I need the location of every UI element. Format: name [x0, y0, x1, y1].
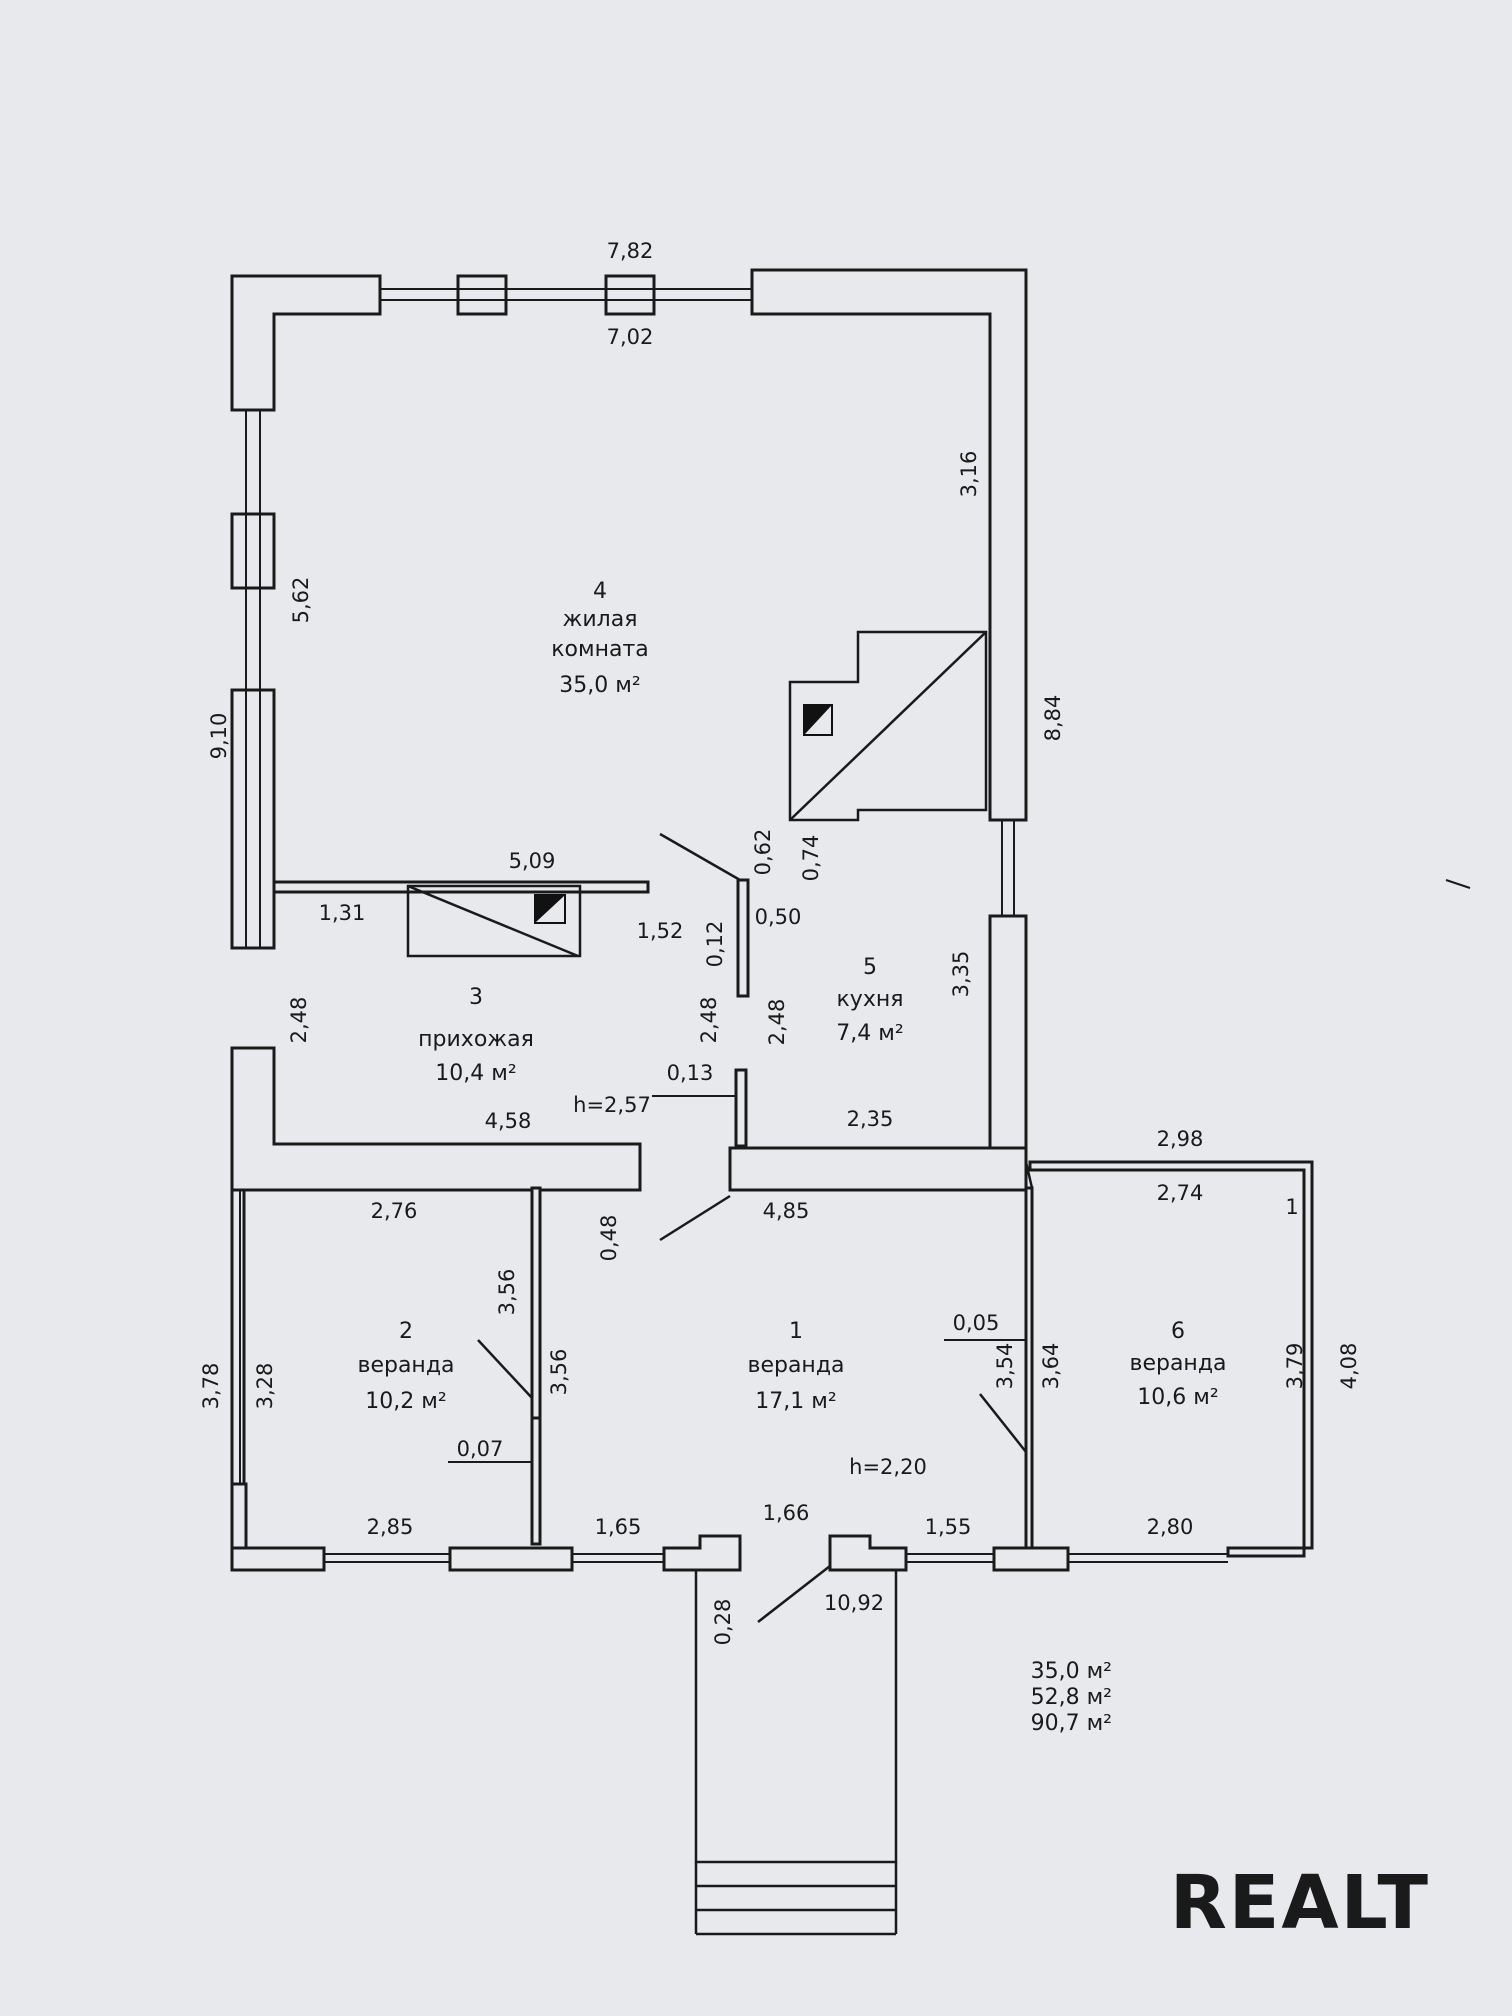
dim-room4-left: 5,62: [289, 577, 313, 624]
room-number: 1: [789, 1319, 803, 1344]
dimension-labels-vertical: 9,10 5,62 3,16 8,84 0,62 0,74 0,12 3,35 …: [199, 451, 1361, 1646]
dim-right-outer: 8,84: [1041, 695, 1065, 742]
room-name: веранда: [1129, 1351, 1226, 1376]
room-number: 2: [399, 1319, 413, 1344]
dim-v6-mark: 1: [1285, 1195, 1298, 1219]
room-name: прихожая: [418, 1027, 534, 1052]
area-totals: 35,0 м² 52,8 м² 90,7 м²: [1031, 1659, 1112, 1736]
dim-v6-right-outer: 4,08: [1337, 1343, 1361, 1390]
dim-0-62: 0,62: [751, 829, 775, 876]
dimension-labels: 7,82 7,02 5,09 1,31 1,52 0,50 0,13 h=2,5…: [319, 239, 1299, 1615]
dim-v1-right1: 3,54: [993, 1343, 1017, 1390]
room-name-2: комната: [551, 637, 649, 662]
dim-left-outer: 9,10: [207, 713, 231, 760]
dim-v1-bottom-a: 1,65: [595, 1515, 642, 1539]
leader-lines: [448, 1095, 1026, 1463]
room-label-2: 2 веранда 10,2 м²: [357, 1319, 454, 1414]
room-label-1: 1 веранда 17,1 м²: [747, 1319, 844, 1414]
pen-mark: [1445, 879, 1471, 889]
door-swings: [477, 832, 1027, 1623]
room-number: 4: [593, 579, 607, 604]
veranda-walls: [230, 1160, 1314, 1572]
dim-h5-left: 2,48: [765, 999, 789, 1046]
dim-1-52: 1,52: [637, 919, 684, 943]
room-area: 17,1 м²: [755, 1389, 836, 1414]
dim-room3-bottom: 4,58: [485, 1109, 532, 1133]
room-area: 7,4 м²: [836, 1021, 903, 1046]
dim-height-room3: h=2,57: [573, 1093, 651, 1117]
dim-room4-right: 3,16: [957, 451, 981, 498]
room-name: жилая: [563, 607, 638, 632]
dim-0-74: 0,74: [799, 835, 823, 882]
room-name: веранда: [747, 1353, 844, 1378]
dim-v2-part1: 3,56: [495, 1269, 519, 1316]
dim-0-13: 0,13: [667, 1061, 714, 1085]
dim-0-05: 0,05: [953, 1311, 1000, 1335]
dim-v1-right2: 3,64: [1039, 1343, 1063, 1390]
room-area: 10,4 м²: [435, 1061, 516, 1086]
dim-v6-top-inner: 2,74: [1157, 1181, 1204, 1205]
room-number: 3: [469, 985, 483, 1010]
dim-h3-left: 2,48: [287, 997, 311, 1044]
room-label-6: 6 веранда 10,6 м²: [1129, 1319, 1226, 1410]
dim-h3-right: 2,48: [697, 997, 721, 1044]
dim-v1-bottom-b: 1,66: [763, 1501, 810, 1525]
dim-room5-right: 3,35: [949, 951, 973, 998]
dim-0-12: 0,12: [703, 921, 727, 968]
room-name: кухня: [837, 987, 904, 1012]
realt-watermark-logo: REALT: [1170, 1860, 1430, 1946]
dim-v1-bottom-c: 1,55: [925, 1515, 972, 1539]
dim-top-outer: 7,82: [607, 239, 654, 263]
total-living: 35,0 м²: [1031, 1659, 1112, 1684]
dim-v6-top-outer: 2,98: [1157, 1127, 1204, 1151]
stove-room4: [788, 630, 988, 822]
dim-v6-bottom: 2,80: [1147, 1515, 1194, 1539]
dim-height-veranda: h=2,20: [849, 1455, 927, 1479]
dim-v2-left-outer: 3,78: [199, 1363, 223, 1410]
interior-partitions: [272, 878, 750, 1546]
room-name: веранда: [357, 1353, 454, 1378]
dim-1-31: 1,31: [319, 901, 366, 925]
total-overall: 90,7 м²: [1031, 1711, 1112, 1736]
room-label-5: 5 кухня 7,4 м²: [836, 955, 903, 1046]
total-auxiliary: 52,8 м²: [1031, 1685, 1112, 1710]
dim-v2-bottom: 2,85: [367, 1515, 414, 1539]
stove-room3: [406, 884, 582, 958]
dim-0-50: 0,50: [755, 905, 802, 929]
dim-partition: 5,09: [509, 849, 556, 873]
room-label-4: 4 жилая комната 35,0 м²: [551, 579, 649, 698]
dim-0-07: 0,07: [457, 1437, 504, 1461]
room-label-3: 3 прихожая 10,4 м²: [418, 985, 534, 1086]
room-area: 35,0 м²: [559, 673, 640, 698]
room-area: 10,2 м²: [365, 1389, 446, 1414]
dim-v2-top: 2,76: [371, 1199, 418, 1223]
dim-v2-part2: 3,56: [547, 1349, 571, 1396]
entrance-porch: [694, 1570, 898, 1936]
dim-v1-top: 4,85: [763, 1199, 810, 1223]
room-number: 5: [863, 955, 877, 980]
room-number: 6: [1171, 1319, 1185, 1344]
dim-0-48: 0,48: [597, 1215, 621, 1262]
dim-total-width: 10,92: [824, 1591, 884, 1615]
dim-v2-left-inner: 3,28: [253, 1363, 277, 1410]
main-house-walls: [230, 268, 1028, 1192]
dim-v6-right-inner: 3,79: [1283, 1343, 1307, 1390]
room-area: 10,6 м²: [1137, 1385, 1218, 1410]
dim-0-28: 0,28: [711, 1599, 735, 1646]
dim-room5-bottom: 2,35: [847, 1107, 894, 1131]
dim-top-inner: 7,02: [607, 325, 654, 349]
